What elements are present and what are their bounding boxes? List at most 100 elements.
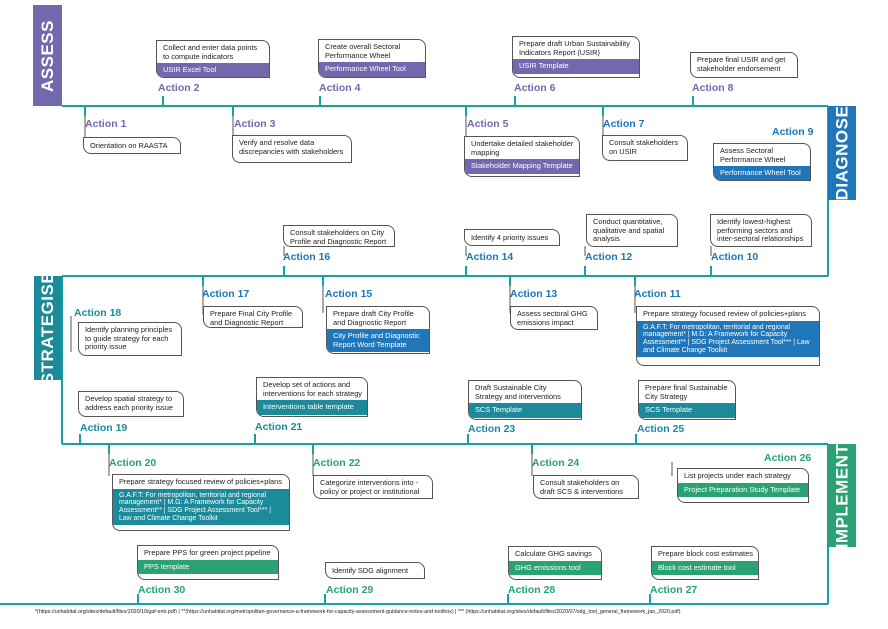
action-19-box: Develop spatial strategy to address each…: [78, 391, 184, 417]
action-6-box: Prepare draft Urban Sustainability Indic…: [512, 36, 640, 78]
action-29-box: Identify SDG alignment: [325, 562, 425, 579]
action-19-text: Develop spatial strategy to address each…: [85, 394, 173, 412]
action-21-box: Develop set of actions and interventions…: [256, 377, 368, 417]
action-26-box: List projects under each strategy Projec…: [677, 468, 809, 503]
action-23-label: Action 23: [468, 423, 516, 435]
action-10-text: Identify lowest-highest performing secto…: [717, 217, 804, 244]
action-9-text: Assess Sectoral Performance Wheel: [720, 146, 786, 164]
action-26-tool: Project Preparation Study Template: [678, 482, 808, 498]
action-20-text: Prepare strategy focused review of polic…: [119, 477, 282, 486]
phase-assess-label: ASSESS: [37, 19, 57, 92]
action-13-text: Assess sectoral GHG emissions impact: [517, 309, 588, 327]
action-3-text: Verify and resolve data discrepancies wi…: [239, 138, 344, 156]
action-24-text: Consult stakeholders on draft SCS & inte…: [540, 478, 623, 496]
phase-implement: IMPLEMENT: [828, 443, 856, 548]
action-20-label: Action 20: [109, 457, 157, 469]
action-22-label: Action 22: [313, 457, 361, 469]
action-2-label: Action 2: [158, 82, 200, 94]
action-7-text: Consult stakeholders on USIR: [609, 138, 679, 156]
action-26-label: Action 26: [764, 452, 812, 464]
phase-assess: ASSESS: [33, 5, 62, 106]
action-26-text: List projects under each strategy: [684, 471, 791, 480]
action-21-text: Develop set of actions and interventions…: [263, 380, 363, 398]
action-7-label: Action 7: [603, 118, 645, 130]
action-12-label: Action 12: [585, 251, 633, 263]
action-22-text: Categorize interventions into - policy o…: [320, 478, 420, 496]
action-27-label: Action 27: [650, 584, 698, 596]
action-1-label: Action 1: [85, 118, 127, 130]
action-23-text: Draft Sustainable City Strategy and inte…: [475, 383, 561, 401]
action-9-label: Action 9: [772, 126, 814, 138]
action-18-box: Identify planning principles to guide st…: [78, 322, 182, 356]
action-21-tool: Interventions table template: [257, 400, 367, 415]
action-15-text: Prepare draft City Profile and Diagnosti…: [333, 309, 414, 327]
action-2-tool: USIR Excel Tool: [157, 63, 269, 77]
action-4-label: Action 4: [319, 82, 361, 94]
action-5-text: Undertake detailed stakeholder mapping: [471, 139, 574, 157]
action-3-label: Action 3: [234, 118, 276, 130]
action-24-label: Action 24: [532, 457, 580, 469]
action-4-tool: Performance Wheel Tool: [319, 62, 425, 77]
action-15-tool: City Profile and Diagnostic Report Word …: [327, 329, 429, 353]
action-25-box: Prepare final Sustainable City Strategy …: [638, 380, 736, 420]
action-8-box: Prepare final USIR and get stakeholder e…: [690, 52, 798, 78]
action-11-box: Prepare strategy focused review of polic…: [636, 306, 820, 366]
action-11-text: Prepare strategy focused review of polic…: [643, 309, 806, 318]
action-1-text: Orientation on RAASTA: [90, 141, 168, 150]
action-20-tool: G.A.F.T: For metropolitan, territorial a…: [113, 488, 289, 526]
action-6-label: Action 6: [514, 82, 556, 94]
action-23-tool: SCS Template: [469, 403, 581, 418]
action-9-tool: Performance Wheel Tool: [714, 166, 810, 180]
action-2-text: Collect and enter data points to compute…: [163, 43, 258, 61]
action-28-tool: GHG emissions tool: [509, 560, 601, 576]
action-17-text: Prepare Final City Profile and Diagnosti…: [210, 309, 293, 327]
phase-diagnose: DIAGNOSE: [828, 106, 856, 200]
action-22-box: Categorize interventions into - policy o…: [313, 475, 433, 499]
action-23-box: Draft Sustainable City Strategy and inte…: [468, 380, 582, 420]
action-16-box: Consult stakeholders on City Profile and…: [283, 225, 395, 247]
action-30-label: Action 30: [138, 584, 186, 596]
action-4-text: Create overall Sectoral Performance Whee…: [325, 42, 401, 60]
action-5-tool: Stakeholder Mapping Template: [465, 159, 579, 174]
action-5-label: Action 5: [467, 118, 509, 130]
action-28-label: Action 28: [508, 584, 556, 596]
action-1-box: Orientation on RAASTA: [83, 137, 181, 154]
action-21-label: Action 21: [255, 421, 303, 433]
action-28-box: Calculate GHG savings GHG emissions tool: [508, 546, 602, 580]
action-16-label: Action 16: [283, 251, 331, 263]
phase-implement-label: IMPLEMENT: [832, 443, 852, 548]
action-9-box: Assess Sectoral Performance Wheel Perfor…: [713, 143, 811, 181]
action-18-text: Identify planning principles to guide st…: [85, 325, 173, 352]
action-3-box: Verify and resolve data discrepancies wi…: [232, 135, 352, 163]
action-25-label: Action 25: [637, 423, 685, 435]
action-11-label: Action 11: [634, 288, 681, 300]
action-12-box: Conduct quantitative, qualitative and sp…: [586, 214, 678, 247]
action-10-box: Identify lowest-highest performing secto…: [710, 214, 812, 247]
action-27-tool: Block cost estimate tool: [652, 560, 758, 576]
action-30-text: Prepare PPS for green project pipeline: [144, 548, 271, 557]
action-18-label: Action 18: [74, 307, 122, 319]
action-7-box: Consult stakeholders on USIR: [602, 135, 688, 161]
action-13-label: Action 13: [510, 288, 558, 300]
action-10-label: Action 10: [711, 251, 759, 263]
action-14-text: Identify 4 priority issues: [471, 233, 549, 242]
action-17-box: Prepare Final City Profile and Diagnosti…: [203, 306, 303, 328]
action-29-label: Action 29: [326, 584, 374, 596]
action-6-text: Prepare draft Urban Sustainability Indic…: [519, 39, 630, 57]
action-15-box: Prepare draft City Profile and Diagnosti…: [326, 306, 430, 354]
action-16-text: Consult stakeholders on City Profile and…: [290, 228, 387, 246]
action-2-box: Collect and enter data points to compute…: [156, 40, 270, 78]
action-4-box: Create overall Sectoral Performance Whee…: [318, 39, 426, 78]
action-5-box: Undertake detailed stakeholder mapping S…: [464, 136, 580, 177]
phase-diagnose-label: DIAGNOSE: [832, 105, 851, 201]
action-27-text: Prepare block cost estimates: [658, 549, 753, 558]
action-14-box: Identify 4 priority issues: [464, 229, 560, 246]
action-17-label: Action 17: [202, 288, 250, 300]
action-24-box: Consult stakeholders on draft SCS & inte…: [533, 475, 639, 499]
action-13-box: Assess sectoral GHG emissions impact: [510, 306, 598, 330]
action-25-tool: SCS Template: [639, 403, 735, 418]
action-12-text: Conduct quantitative, qualitative and sp…: [593, 217, 665, 244]
action-25-text: Prepare final Sustainable City Strategy: [645, 383, 728, 401]
phase-strategise-label: STRATEGISE: [38, 271, 57, 385]
action-28-text: Calculate GHG savings: [515, 549, 592, 558]
